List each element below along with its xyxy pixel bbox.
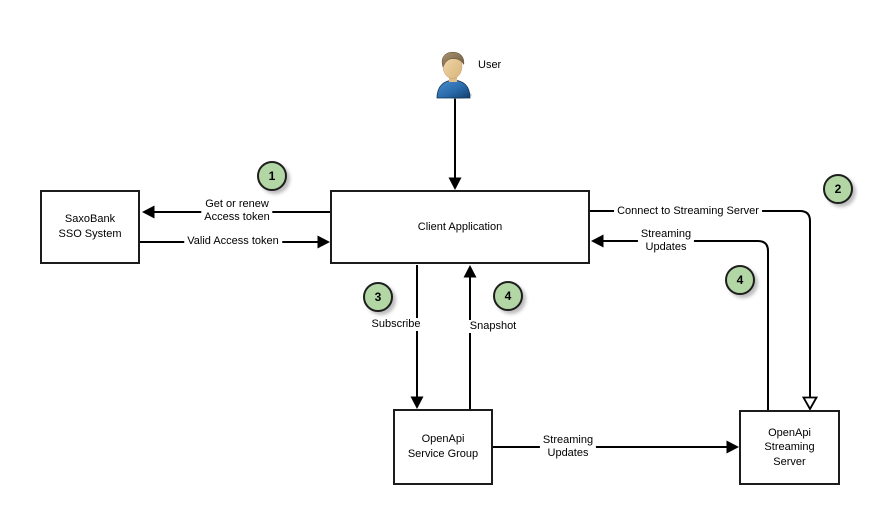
node-sso-system-label-line2: SSO System (58, 228, 122, 240)
node-service-group-label-line1: OpenApi (421, 433, 465, 446)
edge-label-get-or-renew-access-token: Get or renew Access token (201, 198, 273, 225)
edge-label-streaming-updates-right-line1: Streaming (640, 228, 692, 240)
node-client-application: Client Application (330, 190, 590, 264)
user-icon-hair (441, 51, 465, 68)
user-icon-torso (436, 79, 471, 99)
edge-label-subscribe: Subscribe (368, 318, 424, 332)
user-icon (436, 51, 472, 99)
user-label: User (478, 59, 502, 71)
edge-label-streaming-updates-bottom-line1: Streaming (542, 434, 594, 446)
edge-connect-to-streaming-server (590, 210, 811, 397)
step-badge-4-snapshot: 4 (493, 281, 523, 311)
step-badge-1: 1 (257, 161, 287, 191)
node-client-application-label: Client Application (417, 220, 503, 233)
node-sso-system-label-line1: SaxoBank (64, 213, 116, 226)
edge-streamingserver-to-client (603, 240, 769, 410)
step-badge-3: 3 (363, 282, 393, 312)
node-openapi-streaming-server-label: OpenApi Streaming Server (764, 426, 814, 470)
arrowhead-hollow-into-streamingserver (801, 396, 819, 411)
edge-label-streaming-updates-bottom: Streaming Updates (539, 434, 597, 461)
step-badge-4-streaming: 4 (725, 265, 755, 295)
node-sso-system: SaxoBank SSO System (40, 190, 140, 264)
node-streaming-server-label-line2: Streaming (764, 441, 815, 454)
node-streaming-server-label-line1: OpenApi (768, 426, 811, 439)
step-badge-2: 2 (823, 174, 853, 204)
edge-label-snapshot: Snapshot (466, 320, 520, 334)
edge-label-get-or-renew-line1: Get or renew (205, 198, 269, 210)
node-sso-system-label: SaxoBank SSO System (59, 212, 122, 241)
node-service-group-label-line2: Service Group (407, 448, 479, 460)
edge-label-streaming-updates-right-line2: Updates (645, 241, 687, 254)
arrowhead-down-into-client (448, 177, 462, 190)
edge-label-streaming-updates-right: Streaming Updates (637, 228, 695, 255)
edge-label-connect-to-streaming-server: Connect to Streaming Server (614, 205, 762, 219)
arrowhead-right-into-client (317, 235, 330, 249)
node-openapi-streaming-server: OpenApi Streaming Server (739, 410, 840, 485)
arrowhead-left-into-sso (142, 205, 155, 219)
arrowhead-left-into-client-streaming (591, 234, 604, 248)
arrowhead-up-into-client (463, 265, 477, 278)
edge-label-get-or-renew-line2: Access token (204, 211, 270, 224)
node-streaming-server-label-line3: Server (773, 455, 806, 468)
node-openapi-service-group: OpenApi Service Group (393, 409, 493, 485)
arrowhead-down-into-servicegroup (410, 396, 424, 409)
edge-label-valid-access-token: Valid Access token (184, 235, 282, 249)
arrowhead-right-into-streamingserver (726, 440, 739, 454)
node-openapi-service-group-label: OpenApi Service Group (408, 432, 478, 461)
edge-label-streaming-updates-bottom-line2: Updates (547, 447, 589, 460)
